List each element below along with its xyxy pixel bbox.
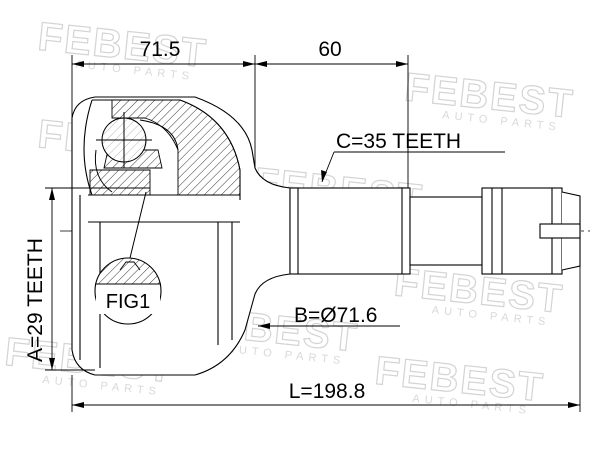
outer-diameter-dimension: B=Ø71.6 xyxy=(294,304,377,327)
dimension-arrows xyxy=(49,61,580,408)
fig1-leader xyxy=(129,191,147,259)
spline-shaft xyxy=(289,187,581,275)
body-length-dimension: 71.5 xyxy=(140,38,181,61)
inner-splines-dimension: A=29 TEETH xyxy=(24,238,47,362)
outer-splines-dimension: C=35 TEETH xyxy=(336,130,461,153)
total-length-dimension: L=198.8 xyxy=(289,380,366,403)
ball-cage xyxy=(94,112,179,193)
fig1-label: FIG1 xyxy=(106,291,150,313)
shaft-length-dimension: 60 xyxy=(318,38,341,61)
dimension-lines xyxy=(45,55,581,412)
